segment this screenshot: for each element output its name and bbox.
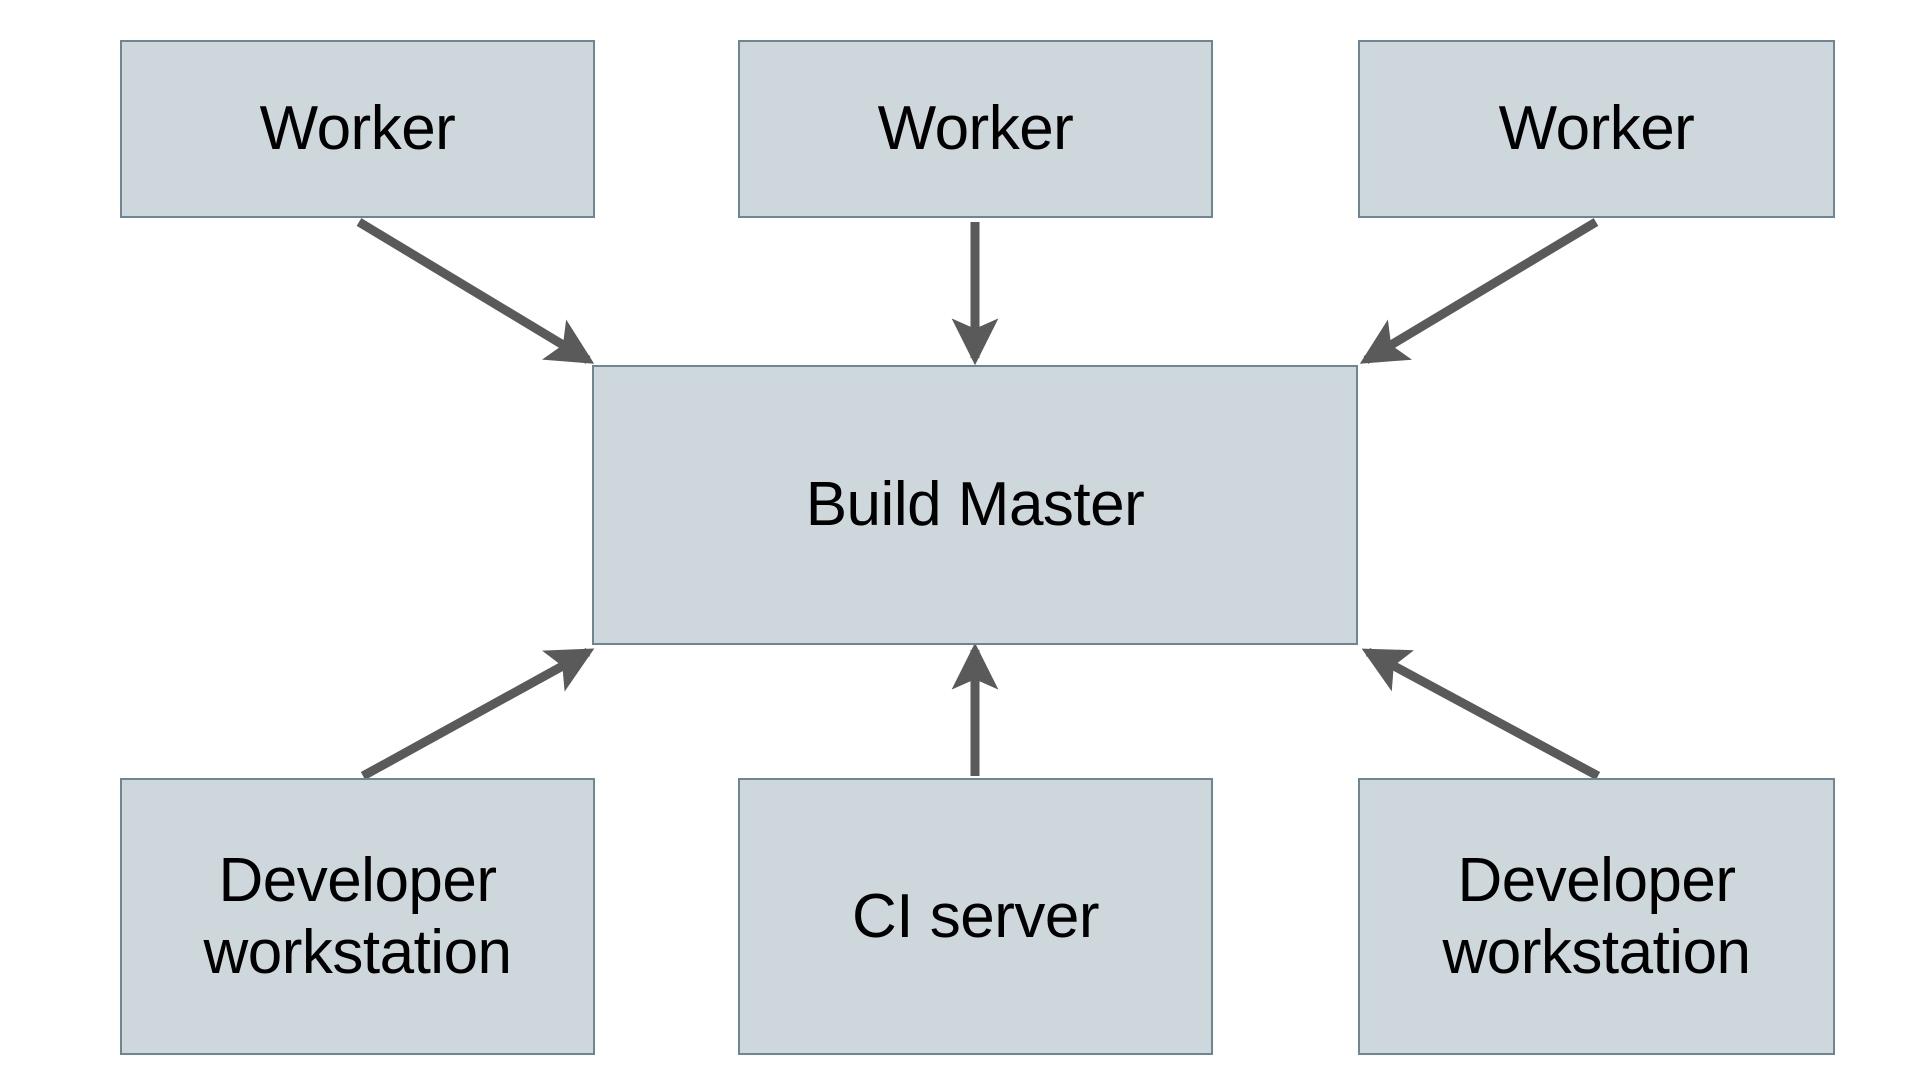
node-worker-2-label: Worker — [877, 94, 1074, 164]
node-worker-1-label: Worker — [259, 94, 456, 164]
node-developer-workstation-left[interactable]: Developer workstation — [120, 778, 595, 1055]
node-build-master[interactable]: Build Master — [592, 365, 1358, 645]
edge-worker-3-to-master — [1359, 218, 1599, 364]
edge-dev-right-to-master — [1361, 648, 1601, 780]
node-worker-1[interactable]: Worker — [120, 40, 595, 218]
node-build-master-label: Build Master — [805, 470, 1145, 540]
node-worker-3-label: Worker — [1498, 94, 1695, 164]
node-ci-server-label: CI server — [852, 881, 1099, 951]
node-developer-workstation-right-label: Developer workstation — [1442, 845, 1751, 987]
node-worker-2[interactable]: Worker — [738, 40, 1213, 218]
node-developer-workstation-right[interactable]: Developer workstation — [1358, 778, 1835, 1055]
edge-worker-1-to-master — [356, 218, 595, 364]
node-developer-workstation-left-label: Developer workstation — [203, 845, 512, 987]
edge-dev-left-to-master — [360, 648, 595, 780]
node-worker-3[interactable]: Worker — [1358, 40, 1835, 218]
node-ci-server[interactable]: CI server — [738, 778, 1213, 1055]
